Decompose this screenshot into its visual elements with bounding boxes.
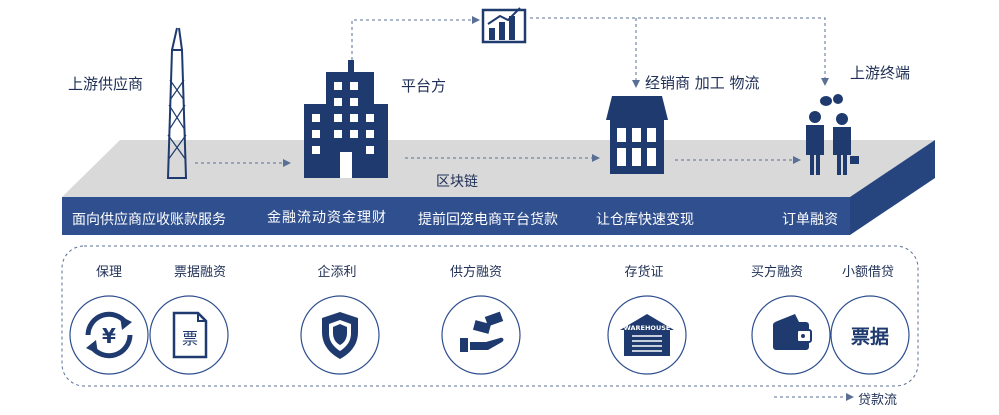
svg-text:票: 票 [182,329,198,348]
dealers-label: 经销商 加工 物流 [645,74,760,92]
shield-icon [322,312,358,359]
band-item-1: 面向供应商应收账款服务 [72,212,226,228]
cash-hand-icon [460,311,504,352]
service-label-supplier-financing: 供方融资 [449,265,503,280]
bank-building-icon [606,96,668,174]
service-circles [69,295,910,375]
terminal-label: 上游终端 [850,64,911,82]
growth-chart-icon [481,7,527,44]
band-item-3: 提前回笼电商平台货款 [418,212,558,228]
band-item-5: 订单融资 [782,212,838,228]
band-item-2: 金融流动资金理财 [267,210,387,226]
band-item-4: 让仓库快速变现 [596,212,694,228]
service-label-bill-financing: 票据融资 [173,265,227,280]
legend-label: 贷款流 [858,393,898,408]
platform-front-band [62,197,850,235]
blockchain-label: 区块链 [436,174,478,190]
warehouse-icon: WAREHOUSE [620,314,674,356]
flow-arrows [195,17,826,164]
service-label-inventory: 存货证 [624,265,664,280]
legend-arrow-head [846,393,854,401]
services-container [61,245,919,387]
service-label-microloan: 小额借贷 [841,265,895,280]
service-label-qitianli: 企添利 [317,265,357,280]
svg-text:票据: 票据 [851,325,889,348]
arrow-heads [283,16,829,167]
supplier-label: 上游供应商 [68,75,144,93]
warehouse-icon-text: WAREHOUSE [624,324,671,332]
platform-side [850,140,935,235]
platform-label: 平台方 [401,77,447,95]
service-label-factoring: 保理 [95,265,123,280]
yen-cycle-icon: ¥ [85,311,133,359]
wallet-icon [773,314,812,350]
tower-icon [166,27,188,179]
document-icon: 票 [172,311,208,359]
service-label-buyer-financing: 买方融资 [750,265,804,280]
svg-text:¥: ¥ [102,324,116,348]
platform-top [62,140,935,197]
office-building-icon [304,60,388,178]
bill-text-icon: 票据 [851,325,889,348]
business-people-icon [806,94,859,175]
